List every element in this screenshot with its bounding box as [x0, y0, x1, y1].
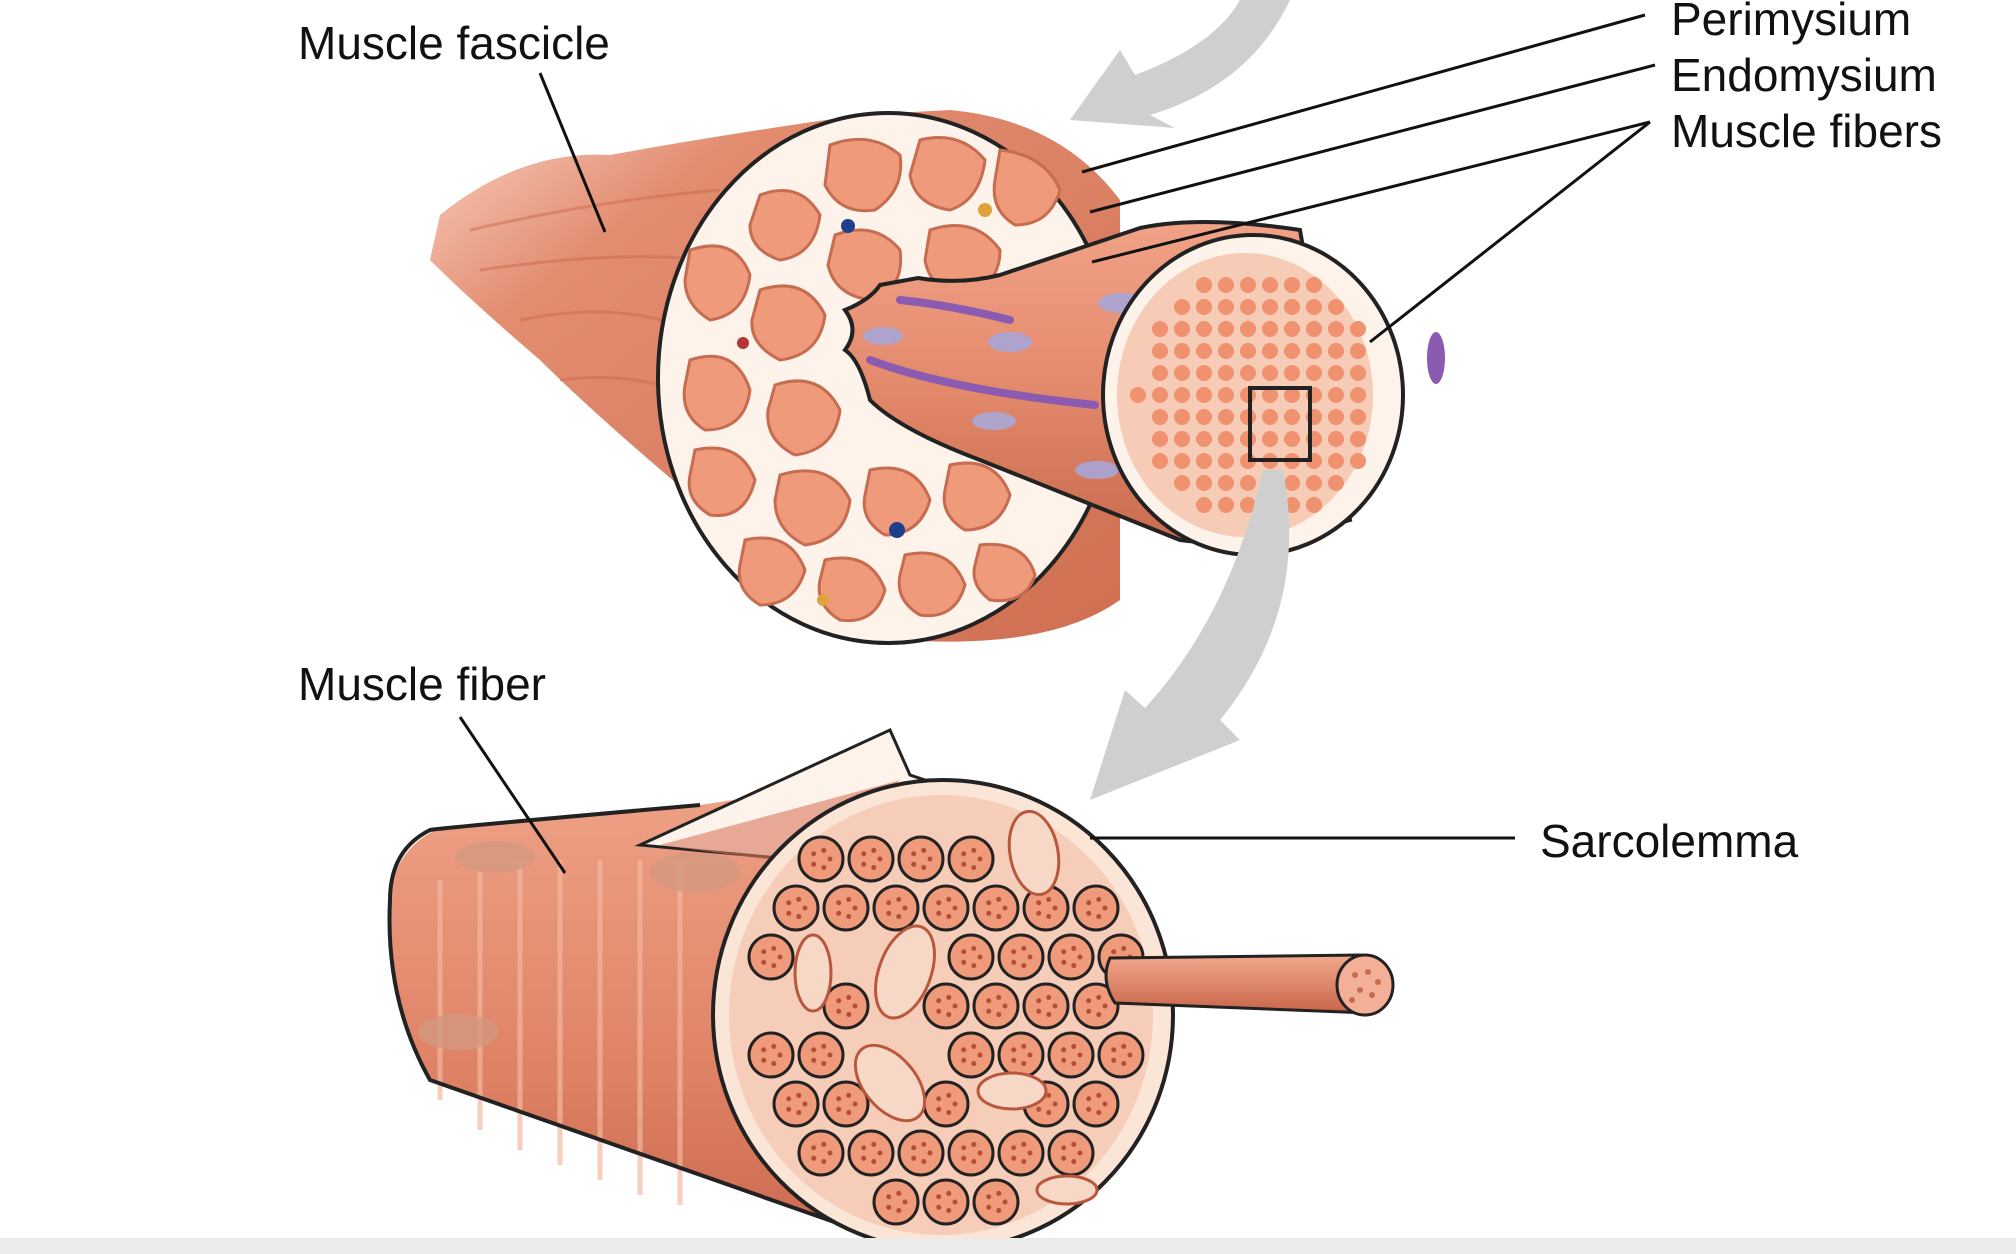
blood-vessel-strand-1: [896, 296, 1014, 324]
label-muscle-fiber: Muscle fiber: [298, 658, 546, 710]
blood-vessel-2: [978, 203, 992, 217]
cylinder-nucleus-2: [418, 1014, 498, 1050]
leader-muscle-fascicle: [538, 72, 607, 233]
mitochondria: [793, 809, 1099, 1206]
cylinder-nucleus-1: [455, 841, 535, 873]
label-sarcolemma: Sarcolemma: [1540, 815, 1799, 867]
leader-muscle-fiber: [458, 716, 567, 874]
leader-lines: [458, 13, 1656, 874]
myofibril-rod-end: [1335, 953, 1395, 1017]
arrow-middle: [1090, 470, 1290, 800]
label-muscle-fascicle: Muscle fascicle: [298, 17, 610, 69]
label-endomysium: Endomysium: [1671, 49, 1937, 101]
myofibril-rod: [1104, 953, 1372, 1015]
sarcolemma-flap-shadow: [660, 780, 900, 860]
leader-muscle-fibers-b: [1369, 120, 1651, 344]
leader-perimysium: [1081, 13, 1646, 174]
leader-endomysium: [1089, 63, 1656, 214]
fiber-striations: [437, 860, 683, 1205]
rod-end-dots: [1349, 969, 1381, 1003]
blood-vessel-3: [737, 337, 749, 349]
blood-vessel-4: [889, 522, 905, 538]
cylinder-nucleus-3: [650, 852, 740, 892]
myofibrils: [747, 835, 1145, 1226]
fascicle-striations: [469, 188, 721, 402]
label-perimysium: Perimysium: [1671, 0, 1912, 45]
blood-vessel-5: [817, 594, 829, 606]
fascicle-fibers: [682, 136, 1062, 623]
bundle-nucleus: [1427, 332, 1445, 384]
zoom-box: [1248, 386, 1312, 462]
arrow-top: [1070, 0, 1290, 128]
blood-vessel-strand-2: [866, 356, 1099, 409]
blood-vessel-1: [841, 219, 855, 233]
leader-muscle-fibers-a: [1091, 120, 1651, 264]
label-muscle-fibers: Muscle fibers: [1671, 105, 1942, 157]
bottom-bar: [0, 1238, 2016, 1254]
